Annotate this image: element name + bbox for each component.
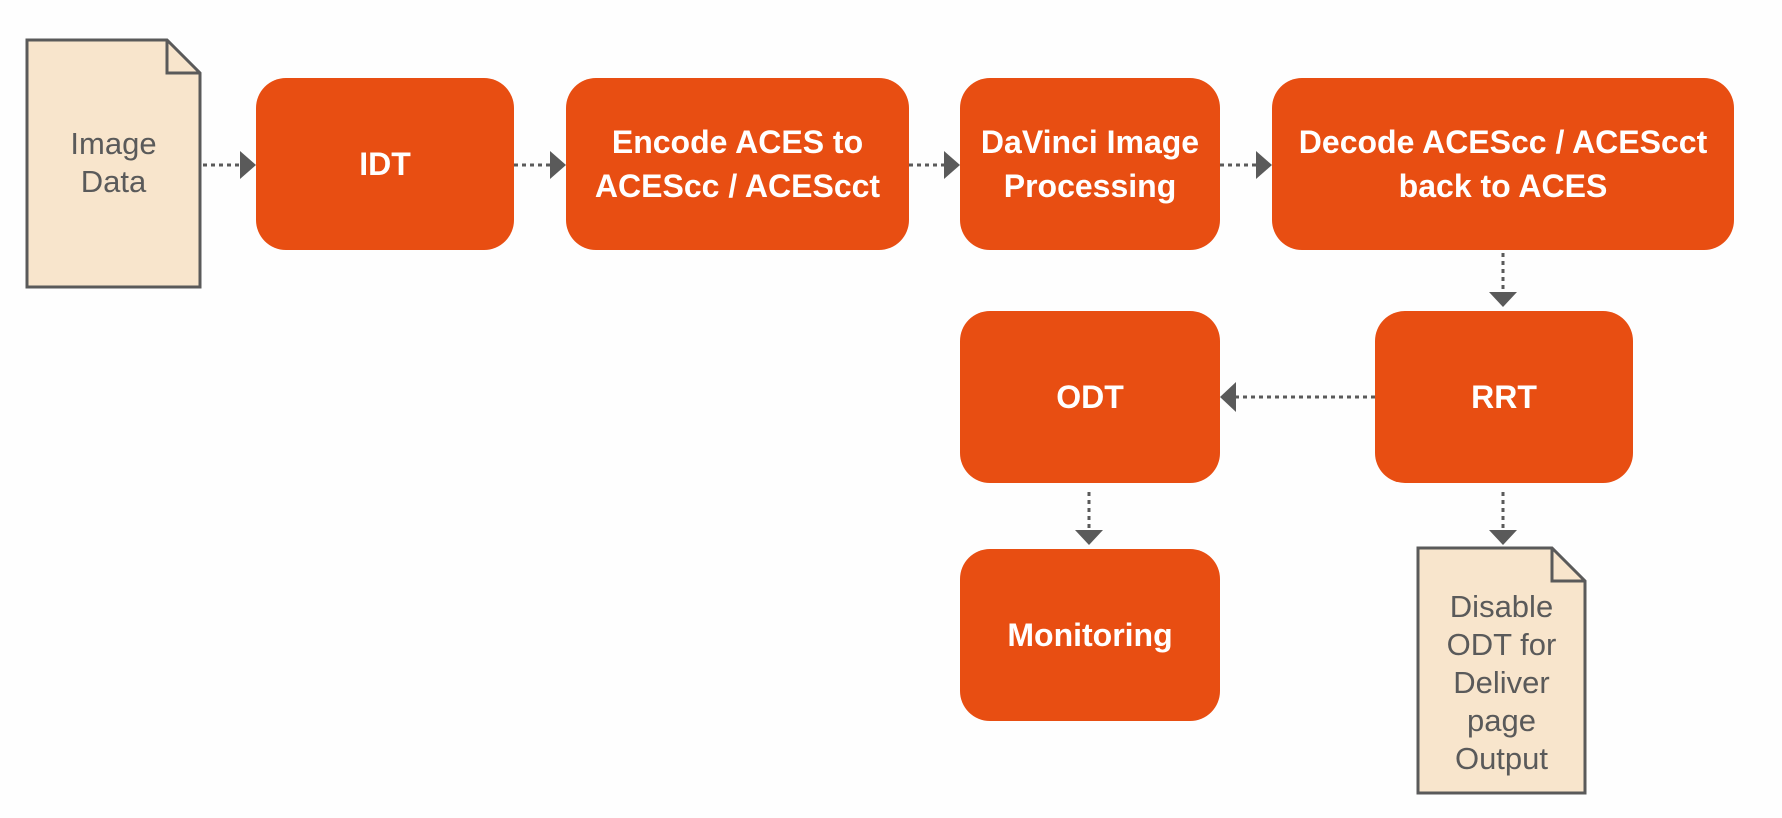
decode-step-label-line: back to ACES: [1398, 168, 1608, 204]
arrowhead-to-decode: [1256, 151, 1272, 179]
davinci-processing-step: DaVinci Image Processing: [960, 78, 1220, 250]
arrowhead-to-odt: [1220, 382, 1236, 412]
disable-odt-label-line: Deliver: [1453, 665, 1550, 700]
monitoring-step: Monitoring: [960, 549, 1220, 721]
image-data-document-fold: [165, 40, 200, 75]
image-data-label: Image Data: [70, 125, 156, 201]
encode-step-label-line: ACEScc / ACEScct: [594, 168, 881, 204]
davinci-step-label-line: DaVinci Image: [980, 124, 1200, 160]
arrowhead-to-rrt: [1489, 292, 1517, 307]
idt-step: IDT: [256, 78, 514, 250]
rrt-step-label: RRT: [1471, 379, 1537, 415]
disable-odt-label-line: ODT for: [1446, 627, 1557, 662]
image-data-document-shape: [25, 38, 202, 289]
odt-step: ODT: [960, 311, 1220, 483]
disable-odt-label-line: page: [1467, 703, 1536, 738]
decode-step-label-line: Decode ACEScc / ACEScct: [1298, 124, 1708, 160]
disable-odt-document: Disable ODT for Deliver page Output: [1418, 583, 1585, 783]
disable-odt-document-shape: [1416, 546, 1587, 795]
disable-odt-label: Disable ODT for Deliver page Output: [1447, 588, 1557, 778]
disable-odt-document-fold: [1550, 548, 1585, 583]
rrt-step: RRT: [1375, 311, 1633, 483]
disable-odt-label-line: Disable: [1449, 589, 1554, 624]
encode-step-label-line: Encode ACES to: [611, 124, 864, 160]
arrowhead-to-monitoring: [1075, 530, 1103, 545]
encode-step: Encode ACES to ACEScc / ACEScct: [566, 78, 909, 250]
davinci-step-label-line: Processing: [1003, 168, 1177, 204]
arrowhead-to-idt: [240, 151, 256, 179]
odt-step-label: ODT: [1056, 379, 1124, 415]
disable-odt-label-line: Output: [1454, 741, 1549, 776]
arrowhead-to-davinci: [944, 151, 960, 179]
image-data-label-line: Image: [70, 126, 157, 161]
monitoring-step-label: Monitoring: [1007, 617, 1173, 653]
arrowhead-to-disable-odt: [1489, 530, 1517, 545]
arrowhead-to-encode: [550, 151, 566, 179]
decode-step: Decode ACEScc / ACEScct back to ACES: [1272, 78, 1734, 250]
idt-step-label: IDT: [359, 146, 411, 182]
image-data-label-line: Data: [80, 164, 147, 199]
image-data-document: Image Data: [27, 73, 200, 253]
